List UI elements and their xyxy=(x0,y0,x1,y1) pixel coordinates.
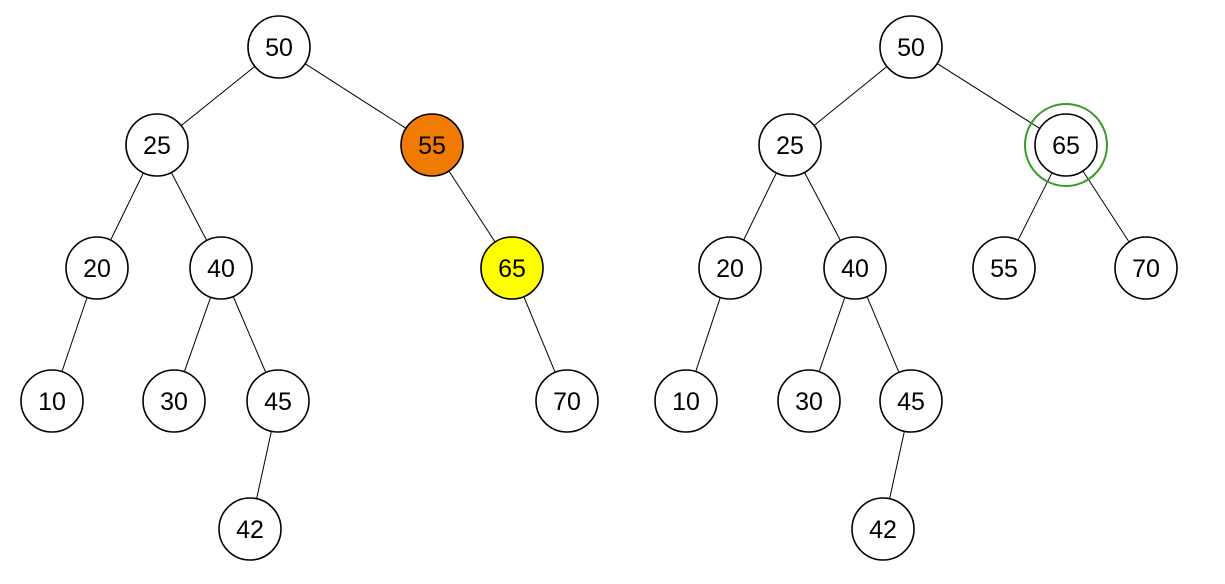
right-node-40-label: 40 xyxy=(841,255,869,283)
left-edge-50-55 xyxy=(304,63,407,129)
right-node-42-circle xyxy=(851,497,915,561)
right-node-55: 55 xyxy=(972,236,1036,300)
right-node-50-label: 50 xyxy=(897,34,925,62)
left-node-42: 42 xyxy=(218,497,282,561)
right-node-70: 70 xyxy=(1114,236,1178,300)
right-node-25-label: 25 xyxy=(776,132,804,160)
left-node-45: 45 xyxy=(246,369,310,433)
right-node-42-label: 42 xyxy=(869,516,897,544)
right-edge-50-25 xyxy=(813,66,888,126)
right-node-45-label: 45 xyxy=(897,388,925,416)
left-edge-65-70 xyxy=(523,296,556,373)
left-node-25-circle xyxy=(125,113,189,177)
right-node-55-circle xyxy=(972,236,1036,300)
left-node-55-label: 55 xyxy=(418,132,446,160)
right-node-40-circle xyxy=(823,236,887,300)
right-node-30-label: 30 xyxy=(795,388,823,416)
left-node-70-circle xyxy=(535,369,599,433)
right-node-10-label: 10 xyxy=(672,388,700,416)
right-node-30: 30 xyxy=(777,369,841,433)
left-node-40-circle xyxy=(189,236,253,300)
left-node-40-label: 40 xyxy=(207,255,235,283)
left-node-30-circle xyxy=(142,369,206,433)
right-edge-20-10 xyxy=(695,297,721,372)
right-node-40: 40 xyxy=(823,236,887,300)
left-node-50-circle xyxy=(247,15,311,79)
left-edge-55-65 xyxy=(448,170,496,243)
left-edge-40-45 xyxy=(232,296,267,373)
left-node-45-label: 45 xyxy=(264,388,292,416)
left-node-20: 20 xyxy=(65,236,129,300)
left-node-10-label: 10 xyxy=(38,388,66,416)
left-edge-25-20 xyxy=(110,172,144,241)
right-node-65: 65 xyxy=(1024,103,1108,187)
right-node-65-highlight-ring xyxy=(1024,103,1108,187)
right-node-25: 25 xyxy=(758,113,822,177)
right-node-55-label: 55 xyxy=(990,255,1018,283)
left-edge-45-42 xyxy=(256,431,272,499)
left-node-30: 30 xyxy=(142,369,206,433)
right-edge-65-55 xyxy=(1017,172,1053,241)
right-node-70-circle xyxy=(1114,236,1178,300)
left-node-25-label: 25 xyxy=(143,132,171,160)
left-node-50: 50 xyxy=(247,15,311,79)
right-node-42: 42 xyxy=(851,497,915,561)
right-node-65-label: 65 xyxy=(1052,132,1080,160)
left-edge-50-25 xyxy=(180,66,256,126)
edges-layer xyxy=(61,63,1130,499)
left-node-30-label: 30 xyxy=(160,388,188,416)
right-node-10: 10 xyxy=(654,369,718,433)
right-edge-25-40 xyxy=(804,172,841,241)
left-node-20-circle xyxy=(65,236,129,300)
left-edge-40-30 xyxy=(183,297,212,372)
right-node-30-circle xyxy=(777,369,841,433)
left-node-65: 65 xyxy=(480,236,544,300)
left-node-45-circle xyxy=(246,369,310,433)
right-node-20: 20 xyxy=(698,236,762,300)
right-edge-40-45 xyxy=(866,296,900,373)
right-node-20-label: 20 xyxy=(716,255,744,283)
left-edge-20-10 xyxy=(61,297,88,372)
left-node-40: 40 xyxy=(189,236,253,300)
right-edge-45-42 xyxy=(889,431,905,499)
right-node-50: 50 xyxy=(879,15,943,79)
right-node-70-label: 70 xyxy=(1132,255,1160,283)
left-node-55-circle xyxy=(400,113,464,177)
left-node-65-circle xyxy=(480,236,544,300)
left-node-70: 70 xyxy=(535,369,599,433)
left-node-20-label: 20 xyxy=(83,255,111,283)
left-edge-25-40 xyxy=(170,172,208,241)
right-edge-50-65 xyxy=(936,63,1041,129)
right-node-10-circle xyxy=(654,369,718,433)
left-node-42-label: 42 xyxy=(236,516,264,544)
left-node-55: 55 xyxy=(400,113,464,177)
left-node-25: 25 xyxy=(125,113,189,177)
right-node-45: 45 xyxy=(879,369,943,433)
right-node-50-circle xyxy=(879,15,943,79)
right-node-25-circle xyxy=(758,113,822,177)
right-edge-40-30 xyxy=(818,297,846,372)
left-node-50-label: 50 xyxy=(265,34,293,62)
right-edge-25-20 xyxy=(743,172,777,241)
left-node-10-circle xyxy=(20,369,84,433)
left-node-65-label: 65 xyxy=(498,255,526,283)
right-edge-65-70 xyxy=(1082,170,1130,243)
nodes-layer: 50 25 55 20 40 65 10 30 45 70 42 50 25 65 20 40 55 70 10 30… xyxy=(20,15,1178,561)
left-node-42-circle xyxy=(218,497,282,561)
right-node-45-circle xyxy=(879,369,943,433)
right-node-65-circle xyxy=(1034,113,1098,177)
left-node-70-label: 70 xyxy=(553,388,581,416)
right-node-20-circle xyxy=(698,236,762,300)
left-node-10: 10 xyxy=(20,369,84,433)
